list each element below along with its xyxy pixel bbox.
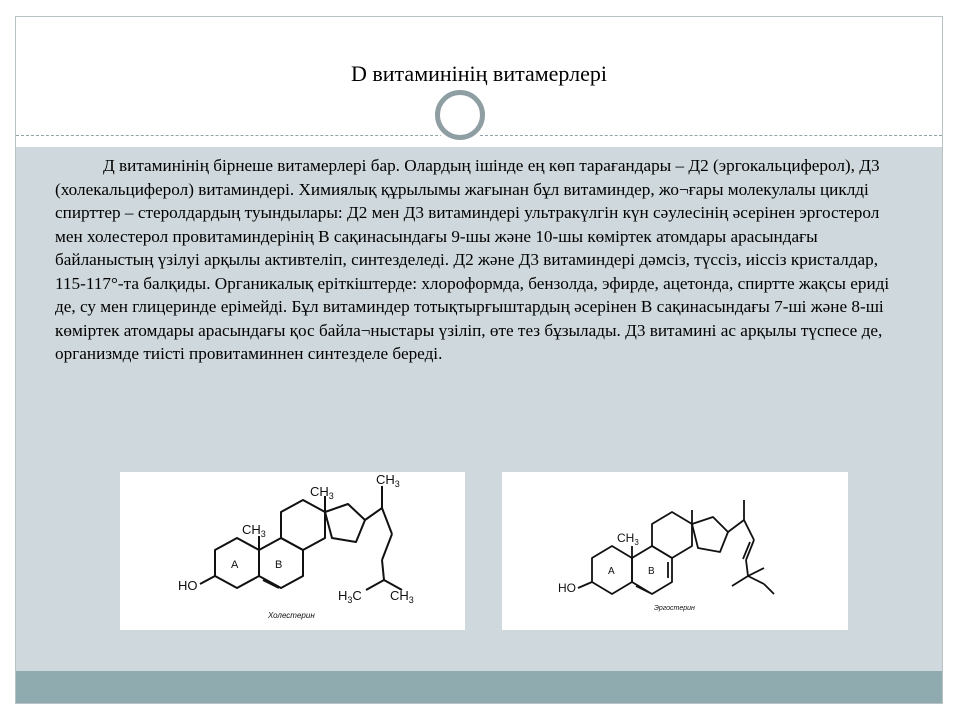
cholesterol-h3c: H xyxy=(338,588,347,603)
slide-title: D витаминінің витамерлері xyxy=(351,61,607,86)
ergosterol-ho: HO xyxy=(558,581,576,595)
cholesterol-ch3-end: CH xyxy=(390,588,409,603)
cholesterol-structure-figure: CH3 CH3 CH3 H3C CH3 HO A B Холестерин xyxy=(120,472,465,630)
ergosterol-structure-figure: CH3 HO A B Эргостерин xyxy=(502,472,848,630)
svg-text:H3C: H3C xyxy=(338,588,362,605)
ergosterol-ch3-ring: CH xyxy=(617,531,634,545)
cholesterol-ho: HO xyxy=(178,578,198,593)
footer-band xyxy=(16,671,942,703)
svg-text:CH3: CH3 xyxy=(376,472,400,489)
cholesterol-ch3-ring: CH xyxy=(242,522,261,537)
header-divider xyxy=(16,135,942,136)
cholesterol-structure-icon: CH3 CH3 CH3 H3C CH3 HO A B Холестерин xyxy=(178,472,414,620)
svg-text:CH3: CH3 xyxy=(617,531,639,547)
ergosterol-ring-b: B xyxy=(648,566,655,577)
ergosterol-caption: Эргостерин xyxy=(654,605,695,612)
svg-text:CH3: CH3 xyxy=(242,522,266,539)
cholesterol-ring-b: B xyxy=(275,559,282,571)
decorative-ring-icon xyxy=(435,90,485,140)
cholesterol-ch3-top: CH xyxy=(310,484,329,499)
ergosterol-ring-a: A xyxy=(608,566,615,577)
cholesterol-ring-a: A xyxy=(231,559,239,571)
cholesterol-caption: Холестерин xyxy=(267,611,315,620)
body-paragraph: Д витаминінің бірнеше витамерлері бар. О… xyxy=(55,156,890,363)
svg-text:CH3: CH3 xyxy=(390,588,414,605)
cholesterol-ch3-side: CH xyxy=(376,472,395,487)
ergosterol-structure-icon: CH3 HO A B Эргостерин xyxy=(558,500,775,612)
svg-text:CH3: CH3 xyxy=(310,484,334,501)
